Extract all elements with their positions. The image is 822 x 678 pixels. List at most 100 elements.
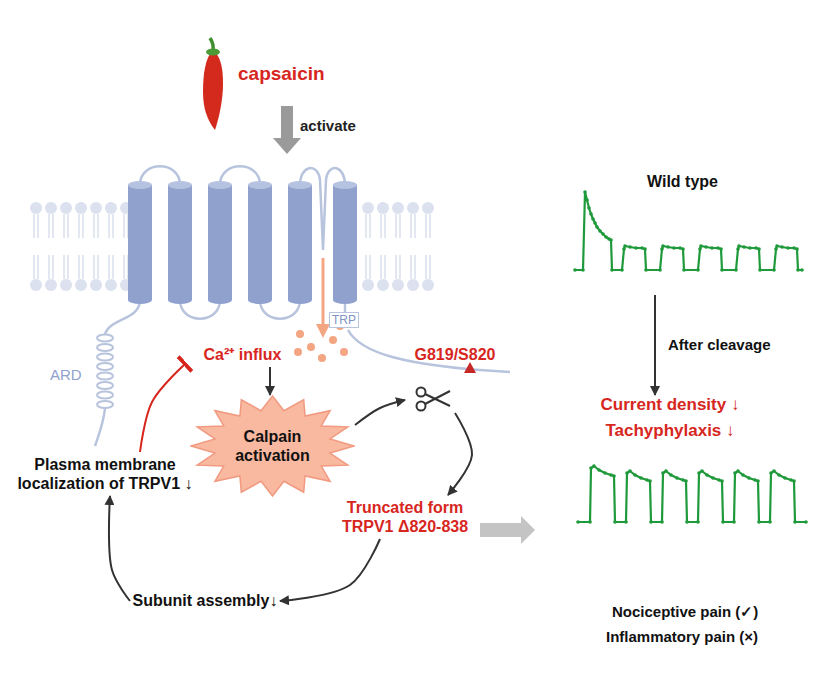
- lipid-tail: [48, 255, 50, 279]
- helix-cylinder: [248, 185, 272, 300]
- trace-point: [649, 520, 653, 524]
- lipid-head: [90, 279, 102, 291]
- helix-bottom: [288, 296, 312, 304]
- helix-top: [168, 181, 192, 189]
- trace-point: [601, 232, 605, 236]
- trace-point: [585, 198, 589, 202]
- trace-point: [682, 268, 686, 272]
- lipid-head: [105, 202, 117, 214]
- ankyrin-coil: [97, 363, 113, 370]
- trace-point: [576, 520, 580, 524]
- cleavage-site-marker: [464, 362, 476, 373]
- trace-point: [732, 520, 736, 524]
- figure-label: activate: [300, 117, 356, 135]
- edge-label: After cleavage: [668, 336, 771, 354]
- trace-point: [672, 246, 676, 250]
- calcium-arrowhead: [316, 324, 330, 338]
- trace-point: [623, 244, 627, 248]
- lipid-tail: [380, 255, 382, 279]
- trace-point: [628, 469, 632, 473]
- lipid-tail: [97, 255, 99, 279]
- helix-bottom: [248, 296, 272, 304]
- lipid-tail: [93, 255, 95, 279]
- chili-pepper: [203, 38, 223, 130]
- lipid-tail: [399, 214, 401, 238]
- lipid-head: [45, 202, 57, 214]
- lipid-head: [407, 279, 419, 291]
- trace-point: [734, 268, 738, 272]
- lipid-head: [392, 202, 404, 214]
- lipid-tail: [33, 255, 35, 279]
- trace-line: [575, 192, 802, 270]
- trace-point: [742, 245, 746, 249]
- ankyrin-coil: [97, 382, 113, 389]
- trace-point: [591, 217, 595, 221]
- node-text: Subunit assembly↓: [133, 591, 278, 610]
- trace-point: [733, 471, 737, 475]
- node-text: Tachyphylaxis ↓: [605, 421, 734, 441]
- lipid-tail: [67, 255, 69, 279]
- text-node: Subunit assembly↓: [130, 590, 280, 612]
- lipid-tail: [123, 214, 125, 238]
- trace-point: [705, 473, 709, 477]
- lipid-tail: [37, 255, 39, 279]
- trace-point: [747, 476, 751, 480]
- trace-point: [777, 473, 781, 477]
- lipid-tail: [399, 255, 401, 279]
- text-node: Wild type: [560, 172, 805, 295]
- current-trace: [573, 190, 804, 272]
- helix-cylinder: [288, 185, 312, 300]
- n-terminus-tail: [95, 408, 105, 446]
- lipid-tail: [97, 214, 99, 238]
- lipid-tail: [384, 255, 386, 279]
- lipid-tail: [395, 255, 397, 279]
- trace-point: [737, 244, 741, 248]
- ankyrin-coil: [97, 392, 113, 399]
- helix-bottom: [208, 296, 232, 304]
- calcium-arrow: [322, 258, 325, 326]
- trace-point: [697, 471, 701, 475]
- trace-point: [757, 247, 761, 251]
- figure-label: TRP: [329, 312, 359, 328]
- trace-point: [661, 244, 665, 248]
- lipid-head: [30, 202, 42, 214]
- helix-cylinder: [333, 185, 357, 300]
- lipid-tail: [82, 255, 84, 279]
- lipid-tail: [384, 214, 386, 238]
- figure-label: Inflammatory pain (×): [606, 628, 758, 646]
- text-node: Plasma membrane localization of TRPV1 ↓: [5, 452, 205, 496]
- scissors-blade: [425, 391, 450, 404]
- trace-point: [772, 469, 776, 473]
- arrow-connector: [269, 367, 271, 395]
- trace-point: [633, 473, 637, 477]
- lipid-tail: [410, 214, 412, 238]
- helix-top: [248, 181, 272, 189]
- starburst-node: Calpain activation: [190, 395, 355, 497]
- c-terminus: [348, 330, 510, 372]
- node-text: G819/S820: [415, 345, 496, 364]
- trace-point: [666, 245, 670, 249]
- trace-point: [658, 268, 662, 272]
- trace-point: [704, 245, 708, 249]
- arrow-connector: [280, 539, 380, 601]
- trace-point: [696, 268, 700, 272]
- node-text: Wild type: [647, 172, 718, 191]
- node-text: Truncated form TRPV1 Δ820-838: [330, 498, 480, 536]
- trace-point: [592, 464, 596, 468]
- trace-point: [603, 471, 607, 475]
- text-node: Ca²⁺ influx: [185, 343, 300, 367]
- trace-point: [669, 473, 673, 477]
- arrow-connector: [109, 496, 130, 601]
- trace-point: [610, 268, 614, 272]
- trace-point: [660, 520, 664, 524]
- text-node: Truncated form TRPV1 Δ820-838: [330, 495, 480, 539]
- lipid-tail: [67, 214, 69, 238]
- node-text: Plasma membrane localization of TRPV1 ↓: [5, 455, 205, 493]
- lipid-head: [30, 279, 42, 291]
- lipid-tail: [48, 214, 50, 238]
- trace-point: [772, 268, 776, 272]
- trace-point: [593, 221, 597, 225]
- lipid-tail: [78, 214, 80, 238]
- lipid-tail: [410, 255, 412, 279]
- lipid-tail: [93, 214, 95, 238]
